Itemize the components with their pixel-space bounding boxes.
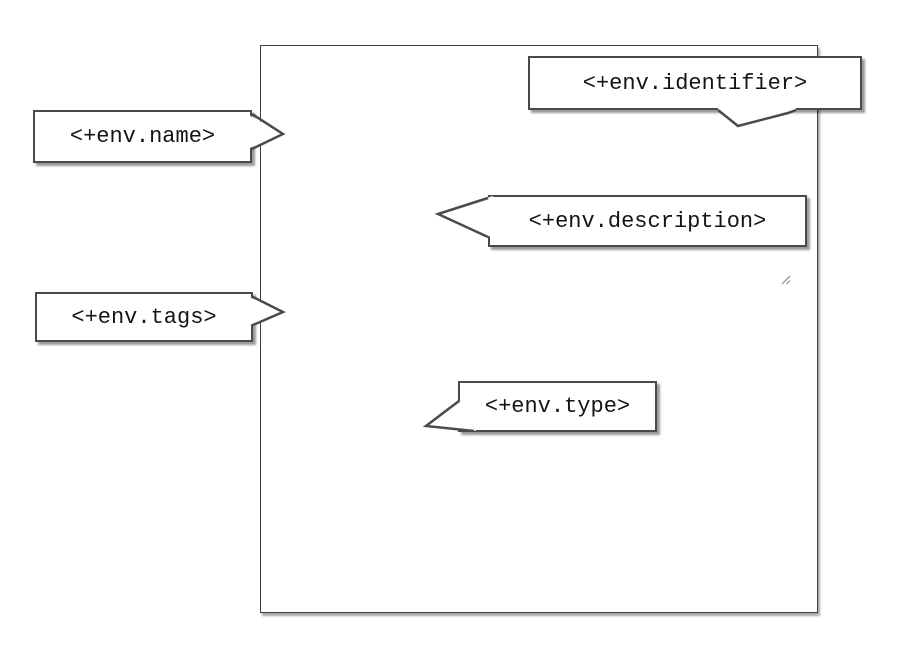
annotation-env-tags: <+env.tags> bbox=[35, 292, 253, 342]
edit-environment-dialog bbox=[260, 45, 818, 613]
annotation-env-description: <+env.description> bbox=[488, 195, 807, 247]
annotation-env-name: <+env.name> bbox=[33, 110, 252, 163]
annotation-env-type: <+env.type> bbox=[458, 381, 657, 432]
annotation-env-identifier: <+env.identifier> bbox=[528, 56, 862, 110]
